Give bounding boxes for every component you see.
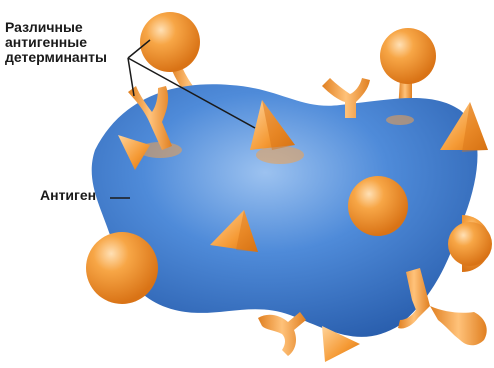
y-determinant-bottom-center [258,312,306,356]
sphere-determinant-center [348,176,408,236]
determinants-label-line3: детерминанты [5,50,130,65]
sphere-determinant-top-right [380,28,436,84]
determinants-label-line2: антигенные [5,35,130,50]
determinants-label-line1: Различные [5,20,130,35]
sphere-determinant-bottom-left [86,232,158,304]
surface-rim [256,146,304,164]
sphere-determinant-top-left [140,12,200,72]
antigen-label: Антиген [40,188,96,203]
surface-rim [386,115,414,125]
determinants-label: Различные антигенные детерминанты [5,20,130,65]
